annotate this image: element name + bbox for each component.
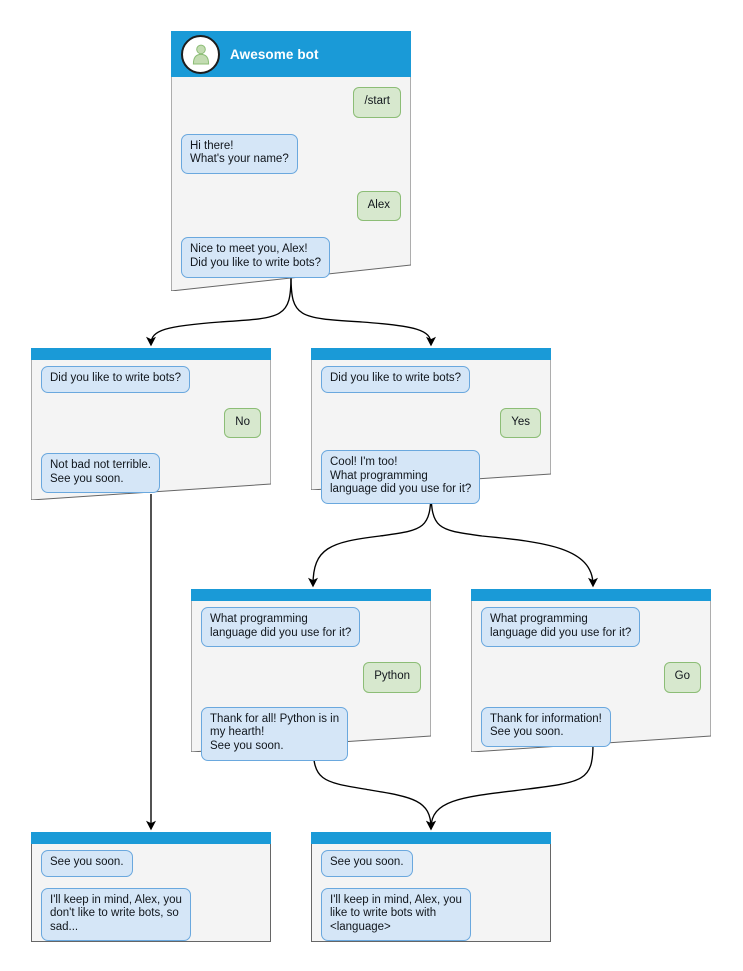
- node-messages: Did you like to write bots? No Not bad n…: [31, 360, 271, 494]
- bot-message-bubble[interactable]: What programming language did you use fo…: [481, 607, 641, 648]
- user-message-bubble[interactable]: Python: [363, 662, 421, 693]
- bot-message-bubble[interactable]: Did you like to write bots?: [321, 366, 471, 393]
- message-row: Did you like to write bots?: [41, 366, 261, 393]
- node-end-no[interactable]: See you soon. I'll keep in mind, Alex, y…: [31, 832, 271, 942]
- message-row: Go: [481, 662, 701, 693]
- message-row: I'll keep in mind, Alex, you don't like …: [41, 887, 261, 942]
- node-titlebar: Awesome bot: [171, 31, 411, 77]
- node-messages: What programming language did you use fo…: [471, 601, 711, 747]
- bot-message-bubble[interactable]: Did you like to write bots?: [41, 366, 191, 393]
- bot-message-bubble[interactable]: Nice to meet you, Alex! Did you like to …: [181, 237, 331, 278]
- message-row: Alex: [181, 190, 401, 222]
- message-row: What programming language did you use fo…: [481, 607, 701, 648]
- bot-message-bubble[interactable]: Thank for information! See you soon.: [481, 706, 611, 747]
- user-message-bubble[interactable]: Yes: [500, 407, 541, 439]
- message-row: Hi there! What's your name?: [181, 133, 401, 174]
- node-messages: See you soon. I'll keep in mind, Alex, y…: [311, 844, 551, 942]
- node-answer-go[interactable]: What programming language did you use fo…: [471, 589, 711, 752]
- bot-message-bubble[interactable]: See you soon.: [41, 850, 133, 877]
- message-row: Cool! I'm too! What programming language…: [321, 450, 541, 504]
- bot-message-bubble[interactable]: What programming language did you use fo…: [201, 607, 361, 648]
- node-title: Awesome bot: [230, 46, 319, 62]
- node-messages: See you soon. I'll keep in mind, Alex, y…: [31, 844, 271, 942]
- user-message-bubble[interactable]: Alex: [356, 190, 401, 222]
- message-row: Not bad not terrible. See you soon.: [41, 453, 261, 494]
- message-row: Did you like to write bots?: [321, 366, 541, 393]
- node-answer-yes[interactable]: Did you like to write bots? Yes Cool! I'…: [311, 348, 551, 504]
- message-row: No: [41, 407, 261, 439]
- node-messages: Did you like to write bots? Yes Cool! I'…: [311, 360, 551, 504]
- node-answer-python[interactable]: What programming language did you use fo…: [191, 589, 431, 761]
- node-messages: /start Hi there! What's your name? Alex …: [171, 77, 411, 278]
- message-row: See you soon.: [321, 850, 541, 877]
- bot-message-bubble[interactable]: See you soon.: [321, 850, 413, 877]
- message-row: What programming language did you use fo…: [201, 607, 421, 648]
- bot-message-bubble[interactable]: I'll keep in mind, Alex, you like to wri…: [321, 887, 471, 942]
- node-start[interactable]: Awesome bot /start Hi there! What's your…: [171, 31, 411, 291]
- node-answer-no[interactable]: Did you like to write bots? No Not bad n…: [31, 348, 271, 500]
- bot-message-bubble[interactable]: Not bad not terrible. See you soon.: [41, 453, 161, 494]
- edge-yes-to-go: [430, 489, 598, 588]
- edge-go-to-endyes: [426, 743, 594, 831]
- message-row: /start: [181, 87, 401, 118]
- edge-yes-to-python: [308, 489, 432, 588]
- message-row: Python: [201, 662, 421, 693]
- message-row: Yes: [321, 407, 541, 439]
- bot-message-bubble[interactable]: Hi there! What's your name?: [181, 133, 298, 174]
- message-row: Nice to meet you, Alex! Did you like to …: [181, 237, 401, 278]
- bot-message-bubble[interactable]: I'll keep in mind, Alex, you don't like …: [41, 887, 191, 942]
- user-message-bubble[interactable]: No: [224, 407, 261, 439]
- bot-message-bubble[interactable]: Thank for all! Python is in my hearth! S…: [201, 706, 349, 761]
- user-message-bubble[interactable]: Go: [663, 662, 701, 693]
- message-row: Thank for information! See you soon.: [481, 706, 701, 747]
- user-avatar-icon: [181, 34, 220, 74]
- user-message-bubble[interactable]: /start: [353, 87, 401, 118]
- bot-message-bubble[interactable]: Cool! I'm too! What programming language…: [321, 450, 481, 504]
- node-end-yes[interactable]: See you soon. I'll keep in mind, Alex, y…: [311, 832, 551, 942]
- message-row: I'll keep in mind, Alex, you like to wri…: [321, 887, 541, 942]
- message-row: Thank for all! Python is in my hearth! S…: [201, 706, 421, 761]
- message-row: See you soon.: [41, 850, 261, 877]
- node-messages: What programming language did you use fo…: [191, 601, 431, 761]
